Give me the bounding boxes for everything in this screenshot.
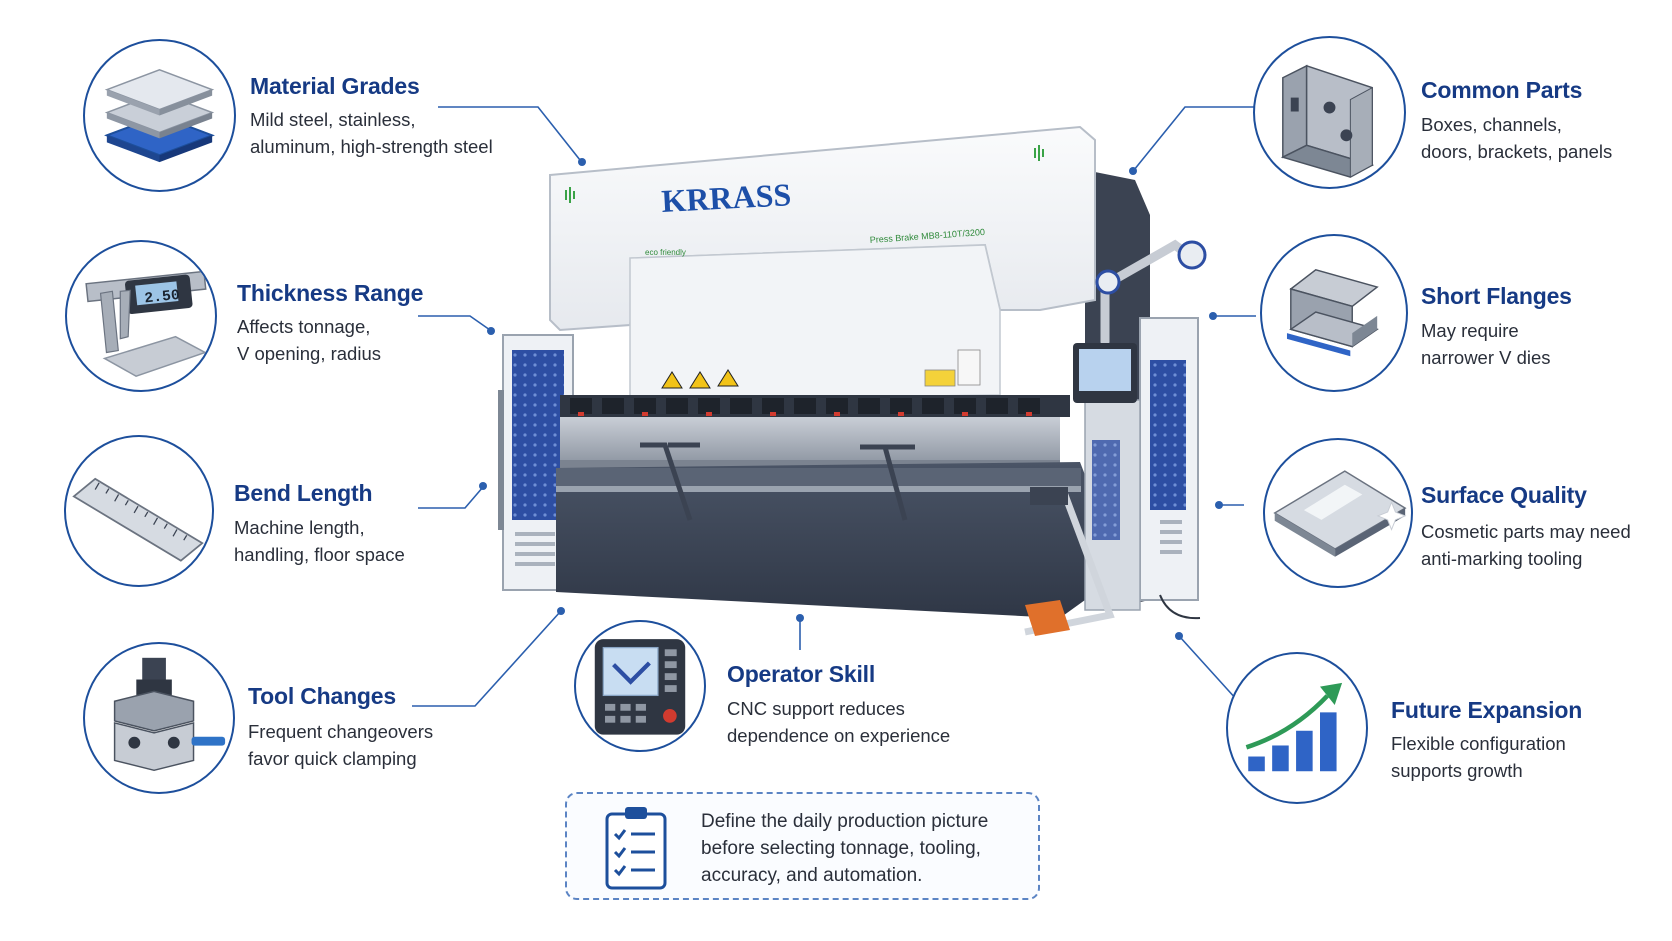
connector-dot xyxy=(557,607,565,615)
future-expansion-icon-circle xyxy=(1226,652,1368,804)
future-expansion-desc: Flexible configuration supports growth xyxy=(1391,733,1566,781)
material-grades-title: Material Grades xyxy=(250,73,420,99)
short-flanges-desc: May require narrower V dies xyxy=(1421,320,1551,368)
connector-dot xyxy=(487,327,495,335)
operator-skill-title: Operator Skill xyxy=(727,661,876,687)
connector-dot xyxy=(479,482,487,490)
common-parts-title: Common Parts xyxy=(1421,77,1583,103)
future-expansion-title: Future Expansion xyxy=(1391,697,1583,723)
operator-skill-desc: CNC support reduces dependence on experi… xyxy=(727,698,951,746)
polished-plate-icon xyxy=(1273,470,1407,557)
bend-length-icon-circle xyxy=(64,435,214,587)
bracket-part-icon xyxy=(1280,64,1375,178)
material-grades-icon-circle xyxy=(83,39,236,192)
cnc-controller-icon xyxy=(594,639,686,735)
bent-flange-icon xyxy=(1286,269,1379,357)
clamp-icon xyxy=(113,657,226,772)
connector-dot xyxy=(1215,501,1223,509)
warning-sign-icon xyxy=(661,369,739,389)
thickness-range-title: Thickness Range xyxy=(237,280,424,306)
tool-changes-desc: Frequent changeovers favor quick clampin… xyxy=(248,721,434,769)
production-note: Define the daily production picture befo… xyxy=(565,792,1040,900)
clipboard-checklist-icon xyxy=(605,807,667,890)
tool-changes-title: Tool Changes xyxy=(248,683,396,709)
material-grades-desc: Mild steel, stainless, aluminum, high-st… xyxy=(250,109,493,157)
connector-dot xyxy=(1175,632,1183,640)
short-flanges-icon-circle xyxy=(1260,234,1408,392)
eco-mark-icon xyxy=(565,145,1044,203)
brand-logo: KRRASS xyxy=(660,176,792,219)
bend-length-title: Bend Length xyxy=(234,480,373,506)
thickness-range-icon-circle: 2.50 xyxy=(65,240,217,392)
surface-quality-title: Surface Quality xyxy=(1421,482,1587,508)
connector-dot xyxy=(796,614,804,622)
caliper-icon: 2.50 xyxy=(85,270,207,377)
metal-sheets-icon xyxy=(104,69,215,163)
production-note-text: Define the daily production picture befo… xyxy=(701,811,989,886)
common-parts-desc: Boxes, channels, doors, brackets, panels xyxy=(1421,114,1613,162)
common-parts-icon-circle xyxy=(1253,36,1406,189)
connector-dot xyxy=(1209,312,1217,320)
connector-dot xyxy=(1129,167,1137,175)
ruler-icon xyxy=(72,477,204,562)
operator-skill-icon-circle xyxy=(574,620,706,752)
short-flanges-title: Short Flanges xyxy=(1421,283,1572,309)
caliper-readout: 2.50 xyxy=(144,288,181,308)
surface-quality-desc: Cosmetic parts may need anti-marking too… xyxy=(1421,521,1631,569)
thickness-range-desc: Affects tonnage, V opening, radius xyxy=(237,316,381,364)
tool-changes-icon-circle xyxy=(83,642,235,794)
connector-dot xyxy=(578,158,586,166)
eco-label: eco friendly xyxy=(645,248,686,257)
surface-quality-icon-circle xyxy=(1263,438,1413,588)
bend-length-desc: Machine length, handling, floor space xyxy=(234,517,405,565)
growth-chart-icon xyxy=(1245,682,1343,772)
